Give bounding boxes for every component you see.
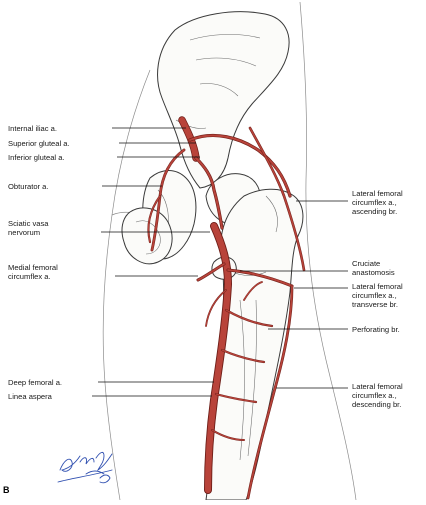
label-nervorum: nervorum bbox=[8, 228, 40, 237]
label-deep-femoral: Deep femoral a. bbox=[8, 378, 62, 387]
leader-lines bbox=[92, 127, 348, 397]
label-cruciate-2: anastomosis bbox=[352, 268, 395, 277]
labels-left: Internal iliac a. Superior gluteal a. In… bbox=[8, 124, 70, 401]
label-obturator: Obturator a. bbox=[8, 182, 49, 191]
label-lfc-ascending-2: circumflex a., bbox=[352, 198, 397, 207]
label-medial-circumflex: circumflex a. bbox=[8, 272, 51, 281]
label-lfc-transverse-3: transverse br. bbox=[352, 300, 398, 309]
label-sciatic-vasa: Sciatic vasa bbox=[8, 219, 49, 228]
label-perforating: Perforating br. bbox=[352, 325, 400, 334]
label-lfc-ascending-1: Lateral femoral bbox=[352, 189, 403, 198]
label-lfc-descending-1: Lateral femoral bbox=[352, 382, 403, 391]
label-lfc-transverse-1: Lateral femoral bbox=[352, 282, 403, 291]
label-lfc-transverse-2: circumflex a., bbox=[352, 291, 397, 300]
panel-label: B bbox=[3, 485, 10, 495]
label-internal-iliac: Internal iliac a. bbox=[8, 124, 57, 133]
label-lfc-descending-2: circumflex a., bbox=[352, 391, 397, 400]
artist-signature bbox=[57, 451, 113, 484]
label-superior-gluteal: Superior gluteal a. bbox=[8, 139, 70, 148]
label-cruciate-1: Cruciate bbox=[352, 259, 380, 268]
arteries bbox=[147, 116, 306, 500]
label-lfc-descending-3: descending br. bbox=[352, 400, 401, 409]
labels-right: Lateral femoral circumflex a., ascending… bbox=[352, 189, 403, 409]
label-lfc-ascending-3: ascending br. bbox=[352, 207, 397, 216]
label-linea-aspera: Linea aspera bbox=[8, 392, 53, 401]
label-inferior-gluteal: Inferior gluteal a. bbox=[8, 153, 65, 162]
label-medial-femoral: Medial femoral bbox=[8, 263, 58, 272]
